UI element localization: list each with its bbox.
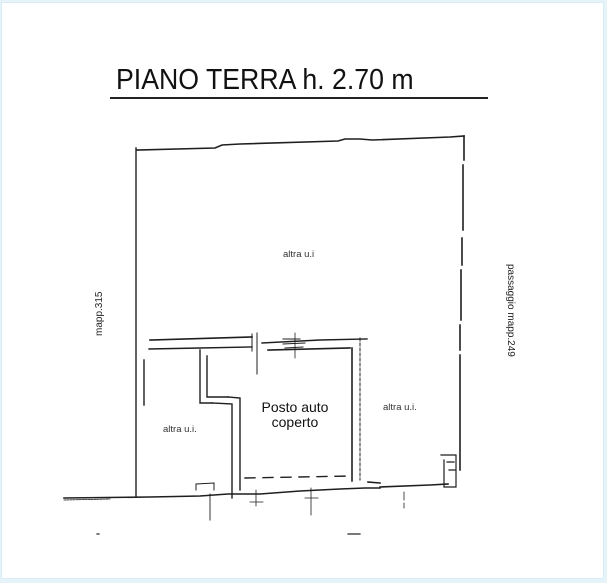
wall-partition-top-mid-inner [267, 347, 351, 351]
bottom-external-line [63, 487, 381, 499]
room-label-right-lower: altra u.i. [383, 402, 417, 413]
wall-partition-top-left-inner [148, 346, 253, 350]
wall-left-unit-corridor-left [199, 349, 213, 404]
wall-right [459, 135, 465, 471]
title-underline [110, 97, 488, 99]
wall-parking-bottom-dashed [244, 475, 353, 479]
boundary-label-left: mapp.315 [94, 291, 105, 336]
axis-tick-2 [249, 489, 264, 507]
parking-label-line1: Posto auto [261, 399, 329, 415]
room-label-top-main: altra u.i [283, 249, 315, 260]
wall-left-unit-step-inner [227, 396, 241, 491]
right-unit-niche [440, 454, 457, 488]
stair-marks [282, 338, 306, 349]
wall-left-unit-step [211, 402, 233, 499]
bottom-external-line-left [63, 498, 111, 501]
bottom-step-left [195, 482, 215, 491]
wall-top [136, 135, 465, 151]
wall-partition-top-mid [261, 338, 368, 344]
wall-left-unit-corridor-inner [206, 355, 229, 398]
opening-left [251, 332, 258, 376]
wall-right-unit-bottom [367, 481, 449, 488]
wall-partition-top-left [149, 336, 253, 341]
parking-label-line2: coperto [271, 414, 319, 430]
room-label-left-lower: altra u.i. [163, 424, 197, 435]
boundary-label-right: passaggio mapp.249 [505, 264, 516, 357]
drawing-title: PIANO TERRA h. 2.70 m [116, 64, 414, 96]
axis-tick-3 [304, 487, 319, 516]
parking-space-label: Posto auto coperto [252, 400, 338, 430]
